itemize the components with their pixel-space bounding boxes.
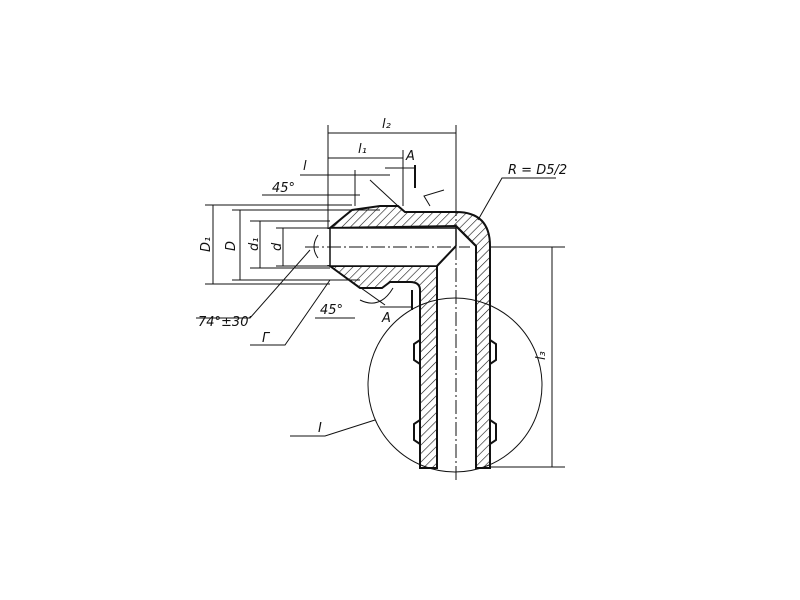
label-d: d — [270, 242, 285, 251]
detail-circle — [367, 297, 543, 473]
elbow-section — [326, 205, 497, 469]
body-lower-wall — [326, 265, 438, 469]
label-l1: l₁ — [358, 142, 367, 157]
label-detail: I — [318, 421, 322, 436]
label-chamfer-top: 45° — [272, 181, 295, 196]
label-cone-angle: 74°±30′ — [198, 315, 251, 330]
label-section-a-top: A — [405, 149, 415, 164]
label-radius: R = D5/2 — [508, 163, 567, 178]
label-chamfer-bottom: 45° — [320, 303, 343, 318]
label-section-a-bottom: A — [381, 311, 391, 326]
label-surface-g: Г — [262, 331, 271, 346]
label-l3: l₃ — [534, 351, 549, 360]
label-l: l — [303, 159, 307, 174]
label-d1: d₁ — [247, 238, 262, 251]
label-D1: D₁ — [199, 237, 214, 252]
label-l2: l₂ — [382, 117, 391, 132]
label-D: D — [224, 241, 239, 251]
